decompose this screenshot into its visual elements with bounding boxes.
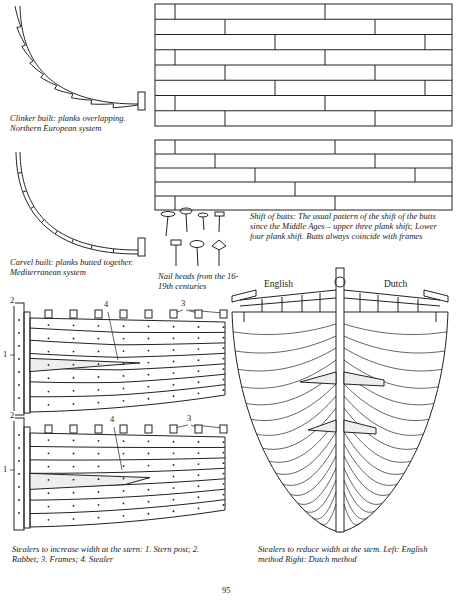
page-number: 95: [222, 586, 231, 596]
callout-number: 3: [180, 299, 186, 309]
method-label: English: [264, 279, 293, 290]
callout-number: 4: [109, 415, 115, 425]
figure-caption: Stealers to increase width at the stern:…: [12, 545, 227, 565]
callout-number: 3: [186, 414, 192, 424]
keel: [138, 238, 145, 256]
callout-number: 1: [2, 465, 8, 475]
callout-number: 4: [103, 300, 109, 310]
section-caption: Clinker built: planks overlapping. North…: [10, 114, 142, 134]
callout-number: 2: [9, 296, 15, 306]
plank-panel: [155, 4, 452, 126]
figure-caption: Nail heads from the 16-19th centuries: [158, 272, 242, 292]
figure-caption: Shift of butts: The usual pattern of the…: [250, 212, 452, 241]
section-caption: Carvel built: planks butted together. Me…: [10, 258, 142, 278]
bow-view: [232, 268, 448, 532]
plank-panel: [155, 140, 452, 210]
nail-heads: [161, 208, 226, 266]
keel: [138, 92, 145, 110]
method-label: Dutch: [384, 279, 407, 290]
figure-caption: Stealers to reduce width at the stem. Le…: [258, 545, 448, 565]
callout-number: 1: [2, 350, 8, 360]
callout-number: 2: [9, 411, 15, 421]
